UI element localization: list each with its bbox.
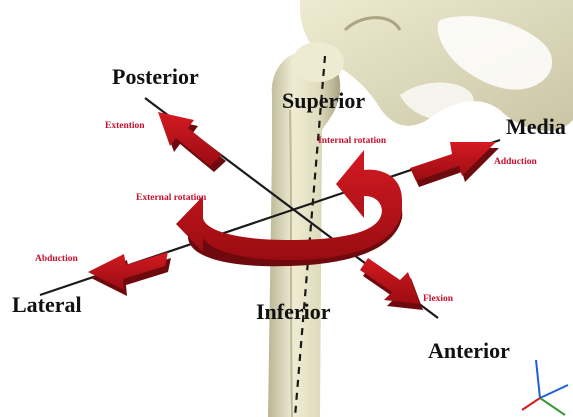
adduction-arrow — [410, 142, 499, 187]
adduction-label: Adduction — [494, 157, 537, 167]
abduction-label: Abduction — [35, 254, 78, 264]
posterior-label: Posterior — [112, 64, 199, 90]
internal-rotation-label: Internal rotation — [318, 136, 386, 146]
abduction-arrow — [88, 252, 171, 296]
orientation-gizmo — [522, 360, 568, 415]
extension-arrow — [158, 112, 226, 172]
external-rotation-label: External rotation — [136, 193, 206, 203]
flexion-label: Flexion — [423, 294, 453, 304]
lateral-label: Lateral — [12, 292, 82, 318]
flexion-arrow — [360, 258, 423, 310]
anterior-label: Anterior — [428, 338, 510, 364]
inferior-label: Inferior — [256, 299, 331, 325]
superior-label: Superior — [282, 88, 365, 114]
extension-label: Extention — [105, 121, 145, 131]
medial-label: Media — [506, 114, 566, 140]
